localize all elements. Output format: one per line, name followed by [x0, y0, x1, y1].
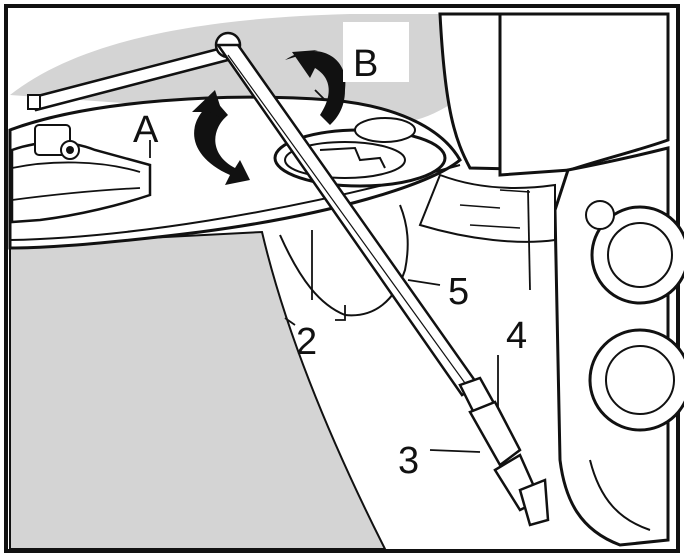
body-panel	[9, 230, 387, 550]
label-2: 2	[296, 321, 317, 363]
hose-connector	[10, 124, 152, 224]
label-a: A	[133, 109, 159, 151]
label-4: 4	[506, 315, 527, 357]
label-5: 5	[448, 271, 469, 313]
part-5-shell	[279, 204, 409, 317]
rotation-arrow-b	[285, 50, 346, 125]
headlamp-lens	[553, 146, 684, 547]
label-3: 3	[398, 440, 419, 482]
t-handle-tool	[27, 31, 550, 527]
inner-mount-lines	[459, 189, 531, 229]
leader-lines	[149, 89, 531, 453]
rotation-arrow-a	[192, 90, 250, 185]
label-b: B	[353, 43, 378, 85]
label-b-backdrop	[343, 22, 409, 82]
